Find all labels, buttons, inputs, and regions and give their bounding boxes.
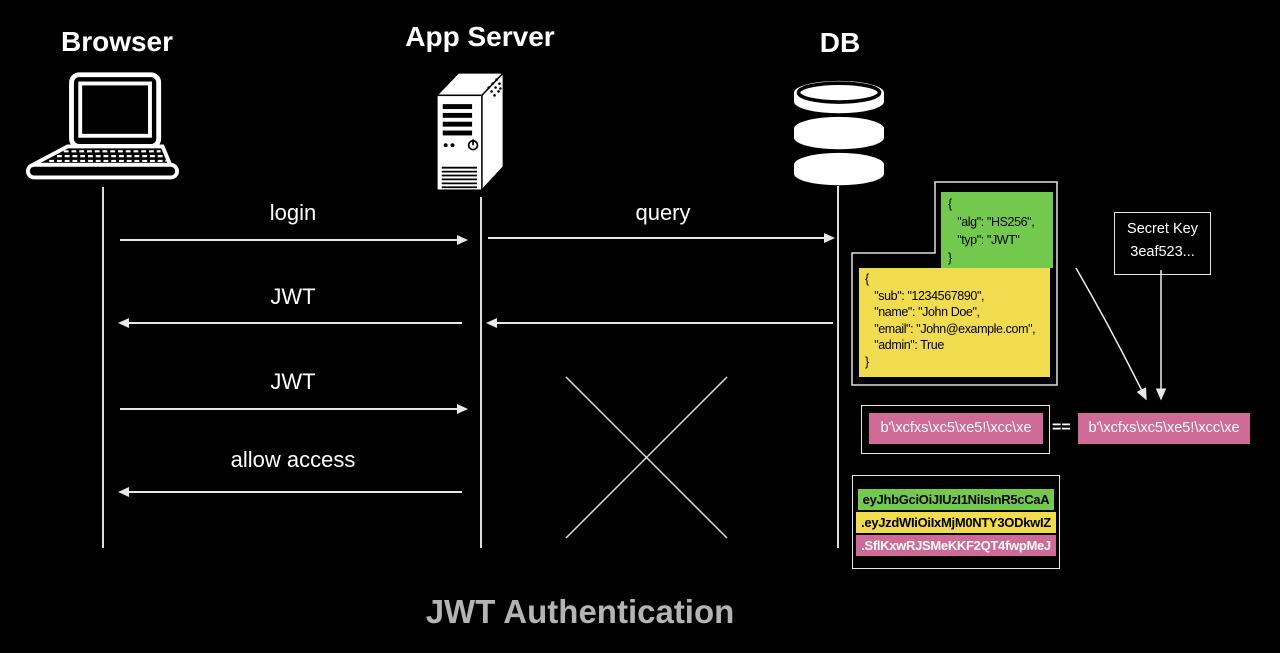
token-payload-segment: .eyJzdWIiOiIxMjM0NTY3ODkwIZ bbox=[856, 511, 1056, 533]
jwt-payload-json-box: { "sub": "1234567890", "name": "John Doe… bbox=[859, 268, 1050, 377]
secret-key-box: Secret Key 3eaf523... bbox=[1114, 212, 1211, 275]
actor-label-db: DB bbox=[819, 27, 861, 58]
actor-label-browser: Browser bbox=[60, 26, 174, 57]
message-label-jwt-return: JWT bbox=[270, 284, 316, 309]
signature-bytes-right: b'\xcfxs\xc5\xe5!\xcc\xe bbox=[1078, 413, 1250, 444]
signature-compare-outline bbox=[861, 405, 1050, 454]
token-header-segment: eyJhbGciOiJIUzI1NiIsInR5cCaA bbox=[857, 488, 1055, 510]
diagram-title: JWT Authentication bbox=[425, 593, 735, 630]
database-icon bbox=[794, 80, 884, 186]
arrow-db-return bbox=[486, 317, 833, 328]
message-label-login: login bbox=[269, 200, 317, 225]
equals-operator: == bbox=[1052, 419, 1071, 436]
arrow-jwt-send bbox=[120, 403, 468, 414]
arrow-jwt-return bbox=[118, 317, 462, 328]
token-signature-segment: .SflKxwRJSMeKKF2QT4fwpMeJ bbox=[856, 534, 1056, 556]
lifeline-browser bbox=[102, 187, 104, 548]
encoded-token-box: eyJhbGciOiJIUzI1NiIsInR5cCaA .eyJzdWIiOi… bbox=[852, 475, 1060, 569]
sign-curved-arrow bbox=[1075, 267, 1147, 401]
server-tower-icon bbox=[435, 71, 506, 193]
signature-bytes-left: b'\xcfxs\xc5\xe5!\xcc\xe bbox=[869, 413, 1043, 444]
message-label-allow-access: allow access bbox=[230, 447, 356, 472]
actor-label-app-server: App Server bbox=[405, 21, 555, 52]
arrow-login bbox=[120, 234, 468, 245]
arrow-query bbox=[488, 232, 835, 243]
message-label-jwt-send: JWT bbox=[270, 369, 316, 394]
arrow-allow-access bbox=[118, 486, 462, 497]
message-label-query: query bbox=[635, 200, 691, 225]
lifeline-app-server bbox=[480, 197, 482, 548]
lifeline-db bbox=[837, 186, 839, 548]
failure-x-mark bbox=[565, 376, 728, 539]
laptop-icon bbox=[25, 72, 180, 180]
jwt-header-json-box: { "alg": "HS256", "typ": "JWT" } bbox=[941, 192, 1053, 268]
